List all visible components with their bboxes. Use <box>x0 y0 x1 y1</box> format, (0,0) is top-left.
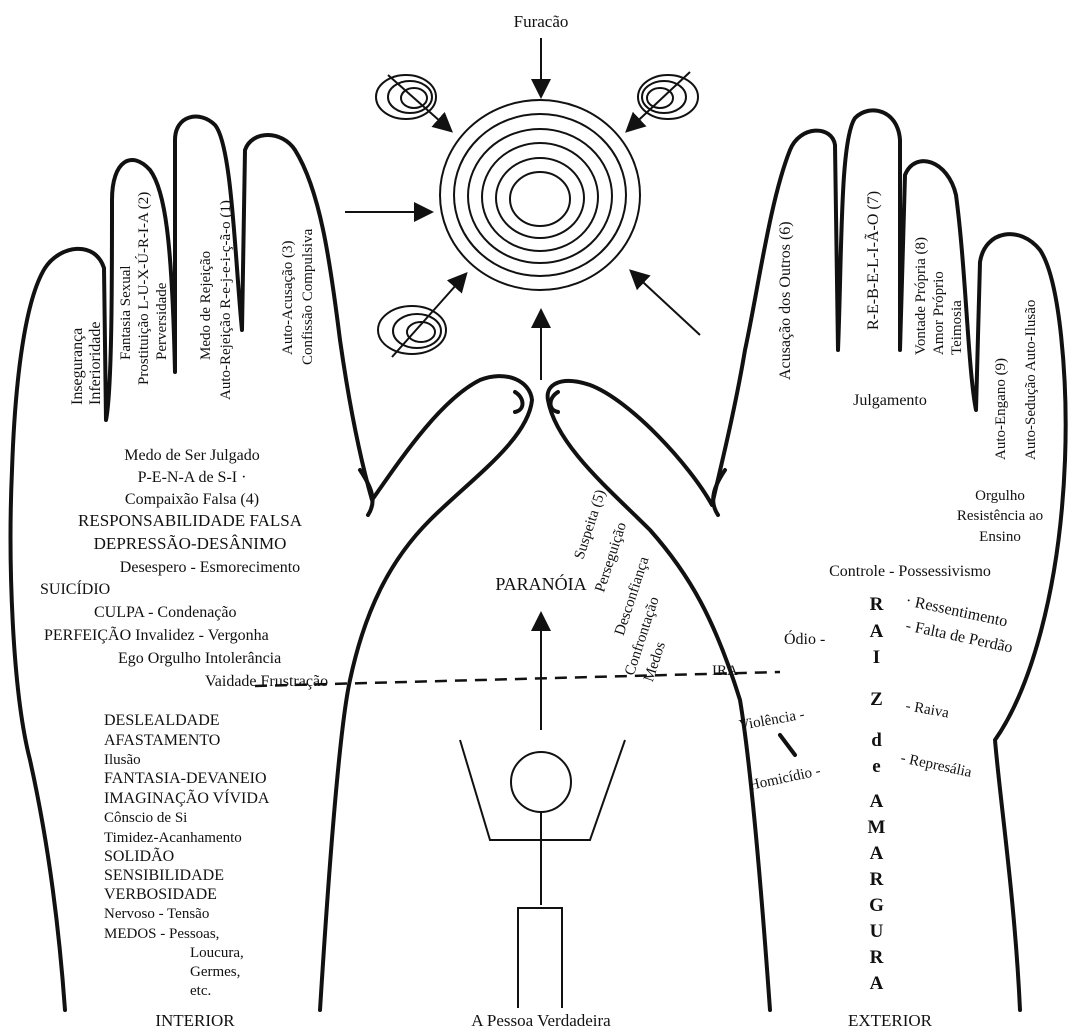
right-finger-3-line-1: Vontade Própria (8) <box>913 237 929 355</box>
left-wrist-line-12: MEDOS - Pessoas, <box>104 926 219 942</box>
small-storm-top-left <box>376 75 450 130</box>
left-wrist-line-8: SOLIDÃO <box>104 847 174 865</box>
left-thumb-crease <box>360 470 373 515</box>
left-finger-1-line-1: Insegurança <box>69 328 86 405</box>
judgment-label: Julgamento <box>853 392 927 409</box>
right-finger-4-line-2: Auto-Sedução Auto-Ilusão <box>1023 300 1039 460</box>
left-finger-4-line-2: Confissão Compulsiva <box>300 228 316 365</box>
small-storm-bottom-left <box>378 275 465 357</box>
root-letter-3: I <box>873 647 881 668</box>
left-wrist-line-15: etc. <box>190 983 211 999</box>
left-wrist-line-10: VERBOSIDADE <box>104 886 217 903</box>
left-wrist-line-11: Nervoso - Tensão <box>104 906 209 922</box>
left-wrist-line-7: Timidez-Acanhamento <box>104 830 242 846</box>
root-letter-12: U <box>870 921 885 942</box>
left-wrist-line-3: Ilusão <box>104 752 141 768</box>
left-finger-3-line-2: Auto-Rejeição R-e-j-e-i-ç-ã-o (1) <box>218 200 234 400</box>
hatred-label: Ódio - <box>784 629 825 648</box>
left-finger-3-line-1: Medo de Rejeição <box>198 251 214 360</box>
left-finger-2-line-1: Fantasia Sexual <box>118 265 134 360</box>
left-wrist-line-4: FANTASIA-DEVANEIO <box>104 770 267 787</box>
left-palm-line-11: Vaidade Frustração <box>205 673 328 690</box>
root-letter-11: G <box>869 895 885 916</box>
left-wrist-line-5: IMAGINAÇÃO VÍVIDA <box>104 788 270 807</box>
root-letter-5: d <box>871 730 883 751</box>
pride-line-1: Orgulho <box>975 488 1025 504</box>
right-thumb-crease <box>713 470 725 515</box>
left-palm-line-5: DEPRESSÃO-DESÂNIMO <box>94 534 287 553</box>
left-thumbnail <box>515 392 523 412</box>
left-wrist-text: DESLEALDADE AFASTAMENTO Ilusão FANTASIA-… <box>104 712 270 999</box>
homicide-label: Homicídio - <box>748 763 823 794</box>
root-letter-7: A <box>870 791 885 812</box>
right-thumb-line-1: Suspeita (5) <box>572 488 609 561</box>
arrow-right <box>632 272 700 335</box>
right-finger-4-text: Auto-Engano (9) Auto-Sedução Auto-Ilusão <box>993 300 1039 460</box>
root-letter-6: e <box>872 756 881 777</box>
left-finger-1-text: Insegurança Inferioridade <box>69 321 104 405</box>
root-letter-8: M <box>868 817 887 838</box>
left-palm-line-10: Ego Orgulho Intolerância <box>118 650 281 667</box>
right-wrist-mark <box>780 735 795 755</box>
wrist-dashed-line <box>255 672 780 686</box>
interior-label: INTERIOR <box>155 1011 235 1030</box>
right-finger-3-line-2: Amor Próprio <box>931 271 947 355</box>
root-bitterness-column: R A I Z d e A M A R G U R A <box>868 594 887 994</box>
right-finger-1-line-1: Acusação dos Outros (6) <box>777 221 794 380</box>
left-wrist-line-6: Cônscio de Si <box>104 810 187 826</box>
root-letter-4: Z <box>870 689 884 710</box>
true-person-figure <box>460 740 625 1008</box>
root-letter-9: A <box>870 843 885 864</box>
hurricane-vortex <box>440 100 640 290</box>
left-palm-line-8: CULPA - Condenação <box>94 604 237 621</box>
rage-label: - Raiva <box>904 698 950 721</box>
left-palm-line-3: Compaixão Falsa (4) <box>125 491 259 508</box>
left-wrist-line-9: SENSIBILIDADE <box>104 867 224 884</box>
hurricane-label: Furacão <box>514 12 569 31</box>
left-palm-line-2: P-E-N-A de S-I · <box>138 469 247 486</box>
left-finger-4-text: Auto-Acusação (3) Confissão Compulsiva <box>280 228 316 365</box>
violence-label: Violência - <box>738 707 806 734</box>
paranoia-label: PARANÓIA <box>495 573 586 594</box>
left-finger-4-line-1: Auto-Acusação (3) <box>280 240 296 355</box>
pride-line-2: Resistência ao <box>957 508 1043 524</box>
left-finger-2-line-2: Prostituição L-U-X-Ú-R-I-A (2) <box>135 192 152 385</box>
right-finger-2-line-1: R-E-B-E-L-I-Ã-O (7) <box>864 191 882 330</box>
right-finger-3-text: Vontade Própria (8) Amor Próprio Teimosi… <box>913 237 965 355</box>
retaliation-label: - Represália <box>899 750 973 781</box>
root-letter-13: R <box>870 947 885 968</box>
small-storm-top-right <box>628 72 698 130</box>
right-finger-4-line-1: Auto-Engano (9) <box>993 358 1009 460</box>
left-palm-line-9: PERFEIÇÃO Invalidez - Vergonha <box>44 626 269 644</box>
left-palm-line-1: Medo de Ser Julgado <box>124 447 260 464</box>
left-finger-2-line-3: Perversidade <box>154 282 170 360</box>
left-finger-3-text: Medo de Rejeição Auto-Rejeição R-e-j-e-i… <box>198 200 234 400</box>
left-palm-text: Medo de Ser Julgado P-E-N-A de S-I · Com… <box>40 447 328 690</box>
exterior-label: EXTERIOR <box>848 1011 933 1030</box>
left-wrist-line-13: Loucura, <box>190 945 244 961</box>
pride-line-3: Ensino <box>979 529 1021 545</box>
left-palm-line-7: SUICÍDIO <box>40 579 110 598</box>
root-letter-10: R <box>870 869 885 890</box>
root-letter-2: A <box>870 621 885 642</box>
root-letter-1: R <box>870 594 885 615</box>
right-finger-2-text: R-E-B-E-L-I-Ã-O (7) <box>864 191 882 330</box>
right-thumbnail <box>551 392 559 412</box>
left-palm-line-6: Desespero - Esmorecimento <box>120 559 300 576</box>
true-person-label: A Pessoa Verdadeira <box>471 1011 611 1030</box>
left-wrist-line-2: AFASTAMENTO <box>104 732 220 749</box>
right-finger-3-line-3: Teimosia <box>949 300 965 355</box>
left-finger-2-text: Fantasia Sexual Prostituição L-U-X-Ú-R-I… <box>118 192 170 385</box>
control-label: Controle - Possessivismo <box>829 563 991 580</box>
left-wrist-line-1: DESLEALDADE <box>104 712 220 729</box>
root-letter-14: A <box>870 973 885 994</box>
ira-label: IRA <box>712 663 738 679</box>
left-palm-line-4: RESPONSABILIDADE FALSA <box>78 511 303 530</box>
left-wrist-line-14: Germes, <box>190 964 240 980</box>
left-finger-1-line-2: Inferioridade <box>87 321 104 405</box>
right-finger-1-text: Acusação dos Outros (6) <box>777 221 794 380</box>
right-thumb-line-2: Perseguição <box>592 520 630 594</box>
